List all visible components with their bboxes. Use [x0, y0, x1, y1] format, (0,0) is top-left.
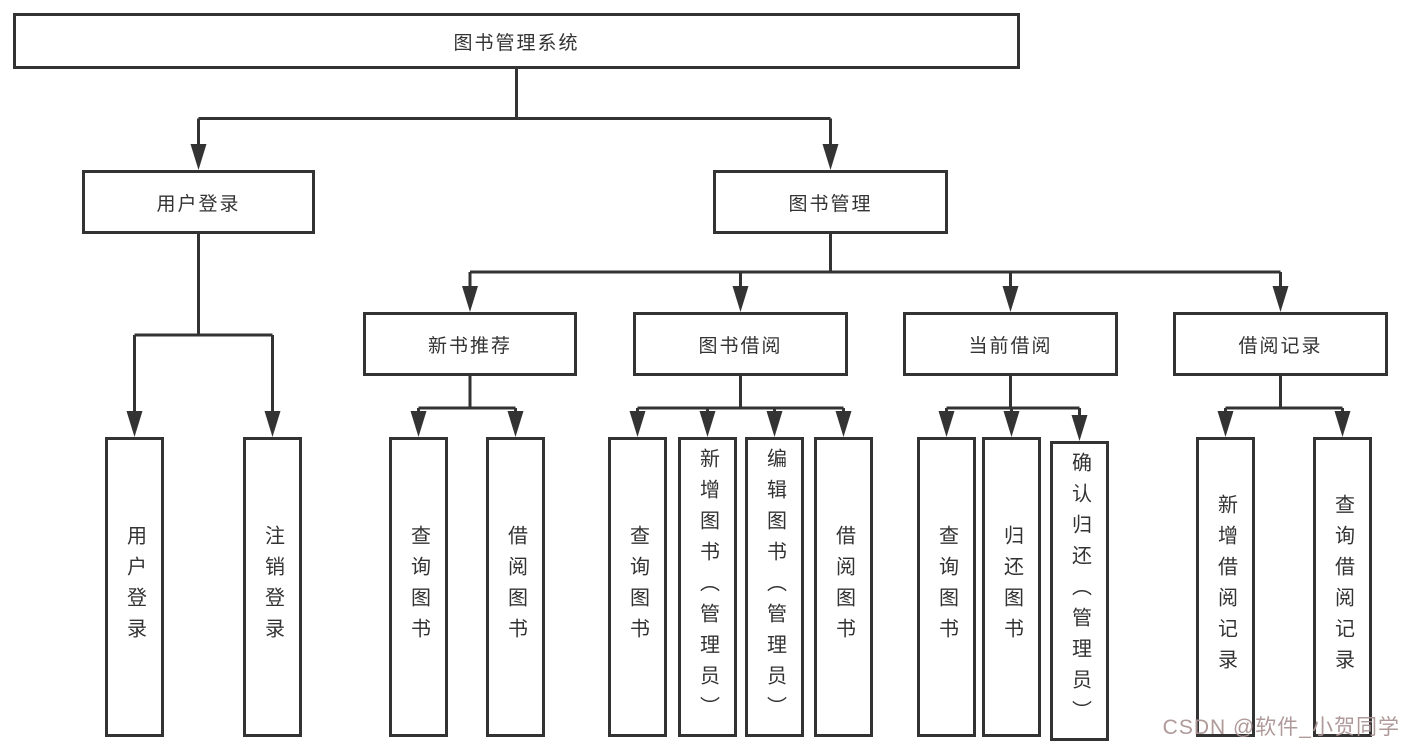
- leaf-add-borrow-record: 新增借阅记录: [1196, 437, 1255, 737]
- leaf-label: 编辑图书（管理员）: [763, 447, 786, 727]
- leaf-query-books-current: 查询图书: [917, 437, 976, 737]
- leaf-label: 查询图书: [626, 525, 649, 649]
- watermark: CSDN @软件_小贺同学: [1162, 716, 1400, 739]
- node-new-book-recommend: 新书推荐: [363, 312, 577, 376]
- leaf-label: 归还图书: [1000, 525, 1023, 649]
- leaf-return-book: 归还图书: [982, 437, 1041, 737]
- leaf-label: 确认归还（管理员）: [1068, 451, 1091, 731]
- node-root: 图书管理系统: [13, 13, 1020, 69]
- leaf-confirm-return-admin: 确认归还（管理员）: [1050, 441, 1109, 741]
- leaf-logout: 注销登录: [243, 437, 302, 737]
- leaf-borrow-books-borrow: 借阅图书: [814, 437, 873, 737]
- leaf-label: 新增图书（管理员）: [696, 447, 719, 727]
- leaf-label: 新增借阅记录: [1214, 494, 1237, 680]
- leaf-query-books-borrow: 查询图书: [608, 437, 667, 737]
- leaf-login: 用户登录: [105, 437, 164, 737]
- node-borrow-records: 借阅记录: [1173, 312, 1388, 376]
- leaf-label: 注销登录: [261, 525, 284, 649]
- node-user-login: 用户登录: [82, 170, 315, 234]
- leaf-label: 查询图书: [407, 525, 430, 649]
- leaf-query-books-recommend: 查询图书: [389, 437, 448, 737]
- leaf-label: 查询借阅记录: [1331, 494, 1354, 680]
- leaf-add-book-admin: 新增图书（管理员）: [678, 437, 737, 737]
- leaf-label: 查询图书: [935, 525, 958, 649]
- node-book-management: 图书管理: [713, 170, 948, 234]
- leaf-label: 借阅图书: [832, 525, 855, 649]
- node-book-borrow: 图书借阅: [633, 312, 848, 376]
- leaf-edit-book-admin: 编辑图书（管理员）: [745, 437, 804, 737]
- node-current-borrow: 当前借阅: [903, 312, 1118, 376]
- leaf-label: 用户登录: [123, 525, 146, 649]
- leaf-query-borrow-record: 查询借阅记录: [1313, 437, 1372, 737]
- leaf-borrow-books-recommend: 借阅图书: [486, 437, 545, 737]
- leaf-label: 借阅图书: [504, 525, 527, 649]
